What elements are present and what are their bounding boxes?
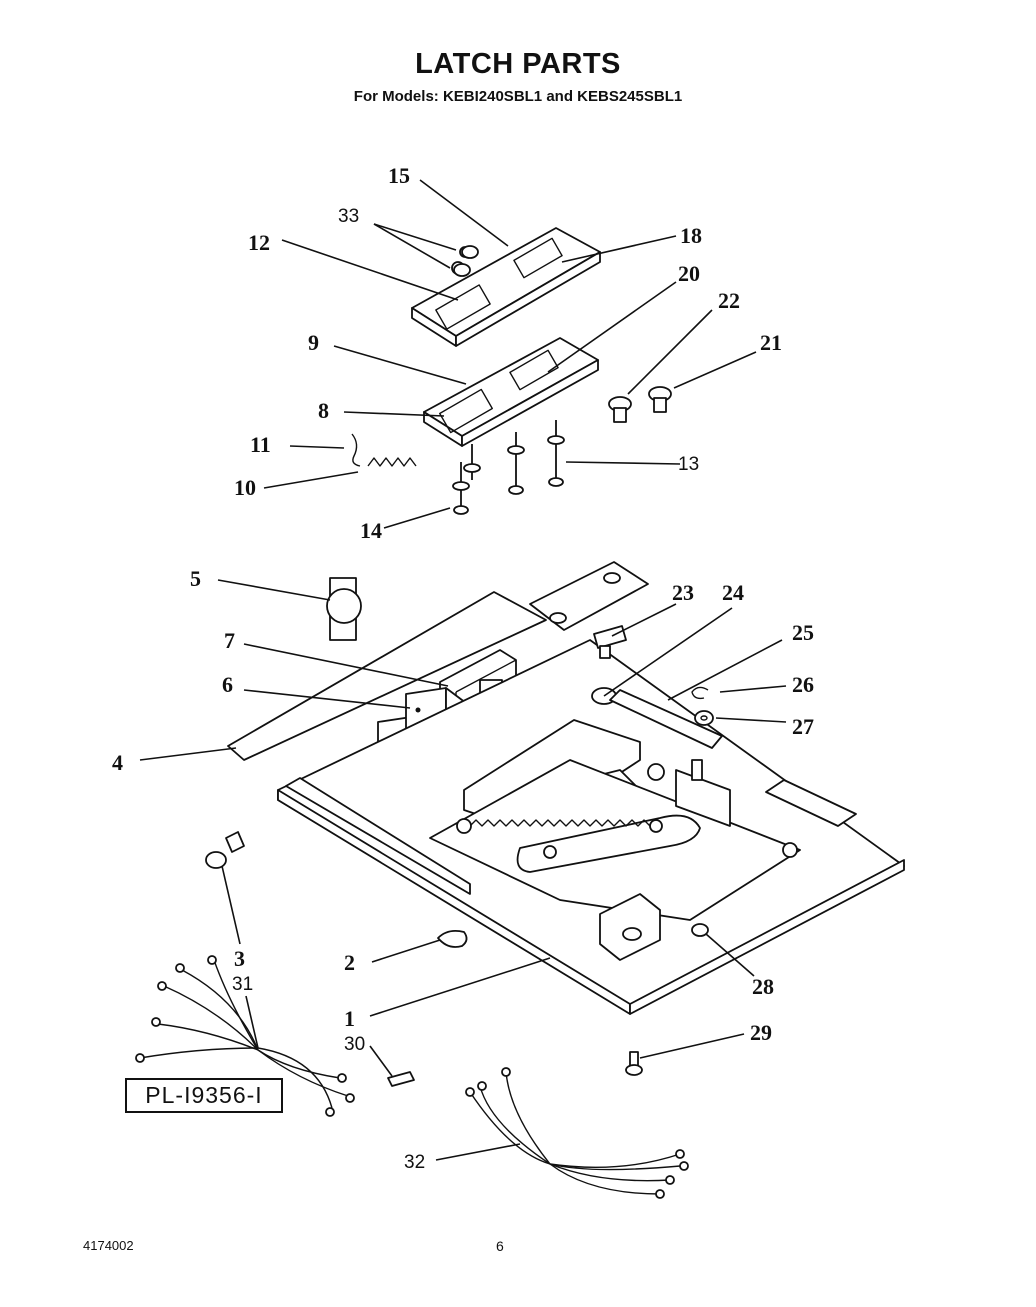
callout-1: 1 bbox=[344, 1006, 355, 1031]
callout-18: 18 bbox=[680, 223, 702, 248]
callout-33: 33 bbox=[338, 206, 359, 227]
callout-2: 2 bbox=[344, 950, 355, 975]
callout-25: 25 bbox=[792, 620, 814, 645]
diagram-reference-label: PL-I9356-I bbox=[125, 1078, 283, 1113]
small-parts bbox=[205, 245, 723, 1087]
callout-15: 15 bbox=[388, 163, 410, 188]
callout-13: 13 bbox=[678, 454, 699, 475]
callout-21: 21 bbox=[760, 330, 782, 355]
page-subtitle: For Models: KEBI240SBL1 and KEBS245SBL1 bbox=[353, 88, 683, 105]
callout-numbers: 15 33 12 18 20 22 21 9 8 11 13 10 14 5 2… bbox=[112, 163, 814, 1173]
callout-4: 4 bbox=[112, 750, 123, 775]
leader-lines bbox=[139, 179, 787, 1161]
switch-bracket-lower bbox=[423, 337, 599, 447]
callout-8: 8 bbox=[318, 398, 329, 423]
callout-5: 5 bbox=[190, 566, 201, 591]
callout-32: 32 bbox=[404, 1152, 425, 1173]
callout-30: 30 bbox=[344, 1034, 365, 1055]
callout-23: 23 bbox=[672, 580, 694, 605]
callout-7: 7 bbox=[224, 628, 235, 653]
callout-31: 31 bbox=[232, 974, 253, 995]
callout-24: 24 bbox=[722, 580, 744, 605]
top-mounting-plate bbox=[529, 561, 649, 631]
knobs bbox=[608, 386, 672, 423]
callout-3: 3 bbox=[234, 946, 245, 971]
callout-28: 28 bbox=[752, 974, 774, 999]
page-title: LATCH PARTS bbox=[415, 48, 621, 80]
callout-10: 10 bbox=[234, 475, 256, 500]
switch-bracket-upper bbox=[411, 227, 601, 347]
callout-26: 26 bbox=[792, 672, 814, 697]
callout-6: 6 bbox=[222, 672, 233, 697]
screws bbox=[452, 420, 565, 515]
callout-9: 9 bbox=[308, 330, 319, 355]
page-number: 6 bbox=[496, 1238, 504, 1254]
callout-11: 11 bbox=[250, 432, 271, 457]
callout-20: 20 bbox=[678, 261, 700, 286]
callout-12: 12 bbox=[248, 230, 270, 255]
long-strip-bracket bbox=[227, 591, 547, 761]
callout-29: 29 bbox=[750, 1020, 772, 1045]
callout-14: 14 bbox=[360, 518, 382, 543]
latch-mechanism bbox=[429, 719, 801, 961]
thermal-cutout bbox=[326, 577, 362, 641]
callout-27: 27 bbox=[792, 714, 814, 739]
spring-and-clip bbox=[351, 433, 417, 467]
document-number: 4174002 bbox=[83, 1238, 134, 1253]
wire-harnesses bbox=[135, 955, 689, 1199]
callout-22: 22 bbox=[718, 288, 740, 313]
